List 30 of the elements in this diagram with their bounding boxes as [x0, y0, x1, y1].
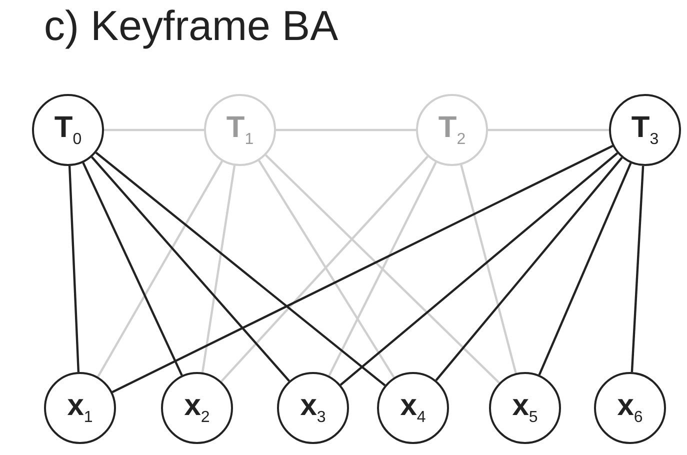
connector-line: [460, 164, 517, 374]
connector-line: [220, 156, 428, 382]
connector-line: [95, 152, 386, 386]
connector-line: [112, 144, 614, 394]
connector-line: [82, 162, 183, 376]
connector-line: [201, 165, 236, 373]
node-label: T$_{0}$: [54, 111, 82, 149]
connector-line: [68, 166, 80, 372]
connector-line: [435, 156, 623, 382]
node-label: x$_{1}$: [67, 389, 93, 427]
connector-line: [340, 152, 618, 386]
node-label: x$_{2}$: [184, 389, 210, 427]
connector-line: [276, 128, 416, 132]
node-label: T$_{2}$: [438, 111, 466, 149]
connector-line: [97, 160, 223, 378]
node-label: x$_{4}$: [400, 389, 426, 427]
connector-line: [488, 128, 609, 132]
connector-line: [258, 160, 395, 378]
connector-line: [265, 154, 500, 384]
node-label: T$_{3}$: [631, 111, 659, 149]
connector-line: [630, 166, 644, 372]
connector-line: [104, 128, 204, 132]
connector-line: [538, 162, 632, 376]
node-label: x$_{6}$: [617, 389, 643, 427]
connector-line: [328, 162, 437, 376]
node-label: x$_{3}$: [300, 389, 326, 427]
title: c) Keyframe BA: [44, 2, 338, 50]
node-label: T$_{1}$: [226, 111, 254, 149]
node-label: x$_{5}$: [512, 389, 538, 427]
connector-line: [90, 156, 290, 382]
